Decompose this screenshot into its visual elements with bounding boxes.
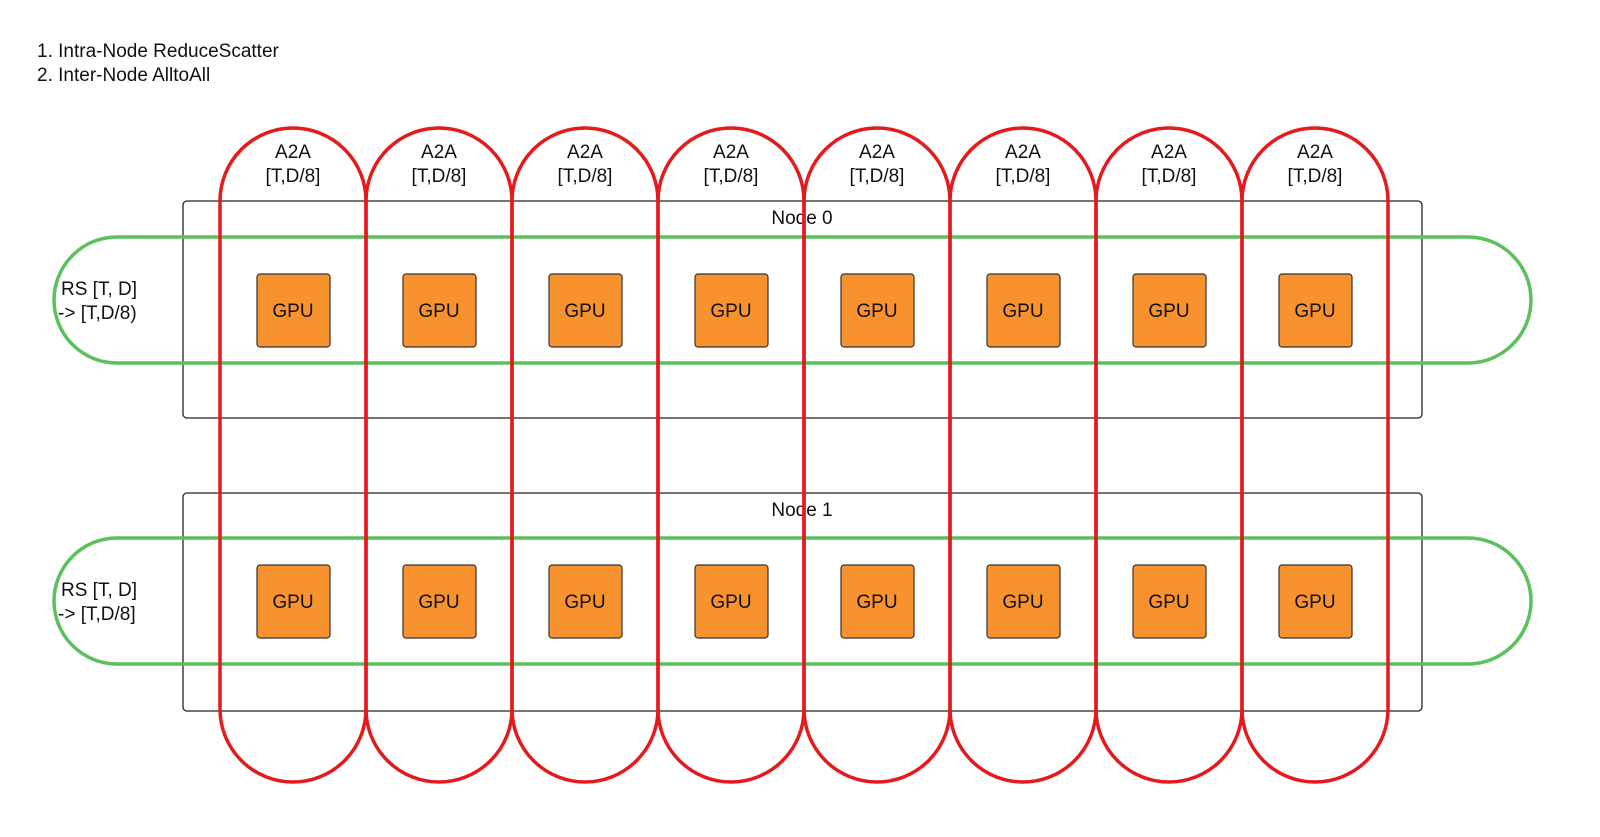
gpu-box-node1-5 <box>986 564 1061 639</box>
a2a-label: A2A <box>859 142 895 163</box>
a2a-group-0 <box>218 126 368 784</box>
a2a-shape-label: [T,D/8] <box>558 166 613 187</box>
steps-legend: 1. Intra-Node ReduceScatter 2. Inter-Nod… <box>37 40 279 88</box>
a2a-label: A2A <box>1151 142 1187 163</box>
step-2: 2. Inter-Node AlltoAll <box>37 65 211 86</box>
a2a-shape-label: [T,D/8] <box>1288 166 1343 187</box>
gpu-label: GPU <box>856 592 897 613</box>
gpu-label: GPU <box>1148 301 1189 322</box>
gpu-label: GPU <box>1002 301 1043 322</box>
gpu-label: GPU <box>1294 592 1335 613</box>
a2a-group-7 <box>1240 126 1390 784</box>
gpu-box-node1-0 <box>256 564 331 639</box>
step-1: 1. Intra-Node ReduceScatter <box>37 41 279 62</box>
gpu-box-node1-7 <box>1278 564 1353 639</box>
node-label-1: Node 1 <box>771 500 832 521</box>
gpu-label: GPU <box>710 592 751 613</box>
gpu-label: GPU <box>418 301 459 322</box>
rs-label-line1: RS [T, D] <box>61 580 137 601</box>
gpu-grid: GPU GPU GPU GPU GPU GPU GPU GPU GPU GPU GPU GPU GPU G… <box>256 273 1353 639</box>
a2a-shape-label: [T,D/8] <box>850 166 905 187</box>
gpu-box-node1-6 <box>1132 564 1207 639</box>
gpu-label: GPU <box>564 592 605 613</box>
a2a-group-5 <box>948 126 1098 784</box>
rs-group-node1 <box>52 536 1533 666</box>
a2a-label: A2A <box>567 142 603 163</box>
rs-label-line1: RS [T, D] <box>61 279 137 300</box>
gpu-label: GPU <box>418 592 459 613</box>
gpu-box-node0-0 <box>256 273 331 348</box>
gpu-box-node1-2 <box>548 564 623 639</box>
node-label-0: Node 0 <box>771 208 832 229</box>
gpu-label: GPU <box>272 301 313 322</box>
gpu-label: GPU <box>272 592 313 613</box>
gpu-label: GPU <box>710 301 751 322</box>
gpu-box-node1-3 <box>694 564 769 639</box>
gpu-label: GPU <box>856 301 897 322</box>
a2a-group-6 <box>1094 126 1244 784</box>
a2a-group-2 <box>510 126 660 784</box>
gpu-label: GPU <box>1294 301 1335 322</box>
a2a-label: A2A <box>275 142 311 163</box>
a2a-shape-label: [T,D/8] <box>266 166 321 187</box>
a2a-label: A2A <box>1005 142 1041 163</box>
gpu-box-node0-7 <box>1278 273 1353 348</box>
gpu-label: GPU <box>1002 592 1043 613</box>
gpu-box-node0-6 <box>1132 273 1207 348</box>
gpu-label: GPU <box>564 301 605 322</box>
a2a-label: A2A <box>713 142 749 163</box>
rs-group-node0 <box>52 235 1533 365</box>
rs-label-line2: -> [T,D/8) <box>58 303 137 324</box>
gpu-box-node0-2 <box>548 273 623 348</box>
gpu-box-node0-5 <box>986 273 1061 348</box>
a2a-group-1 <box>364 126 514 784</box>
gpu-box-node0-1 <box>402 273 477 348</box>
a2a-shape-label: [T,D/8] <box>704 166 759 187</box>
a2a-shape-label: [T,D/8] <box>412 166 467 187</box>
a2a-shape-label: [T,D/8] <box>1142 166 1197 187</box>
gpu-box-node1-4 <box>840 564 915 639</box>
rs-label-line2: -> [T,D/8] <box>58 604 136 625</box>
a2a-shape-label: [T,D/8] <box>996 166 1051 187</box>
a2a-label: A2A <box>1297 142 1333 163</box>
gpu-box-node1-1 <box>402 564 477 639</box>
gpu-box-node0-3 <box>694 273 769 348</box>
gpu-label: GPU <box>1148 592 1189 613</box>
a2a-label: A2A <box>421 142 457 163</box>
gpu-box-node0-4 <box>840 273 915 348</box>
